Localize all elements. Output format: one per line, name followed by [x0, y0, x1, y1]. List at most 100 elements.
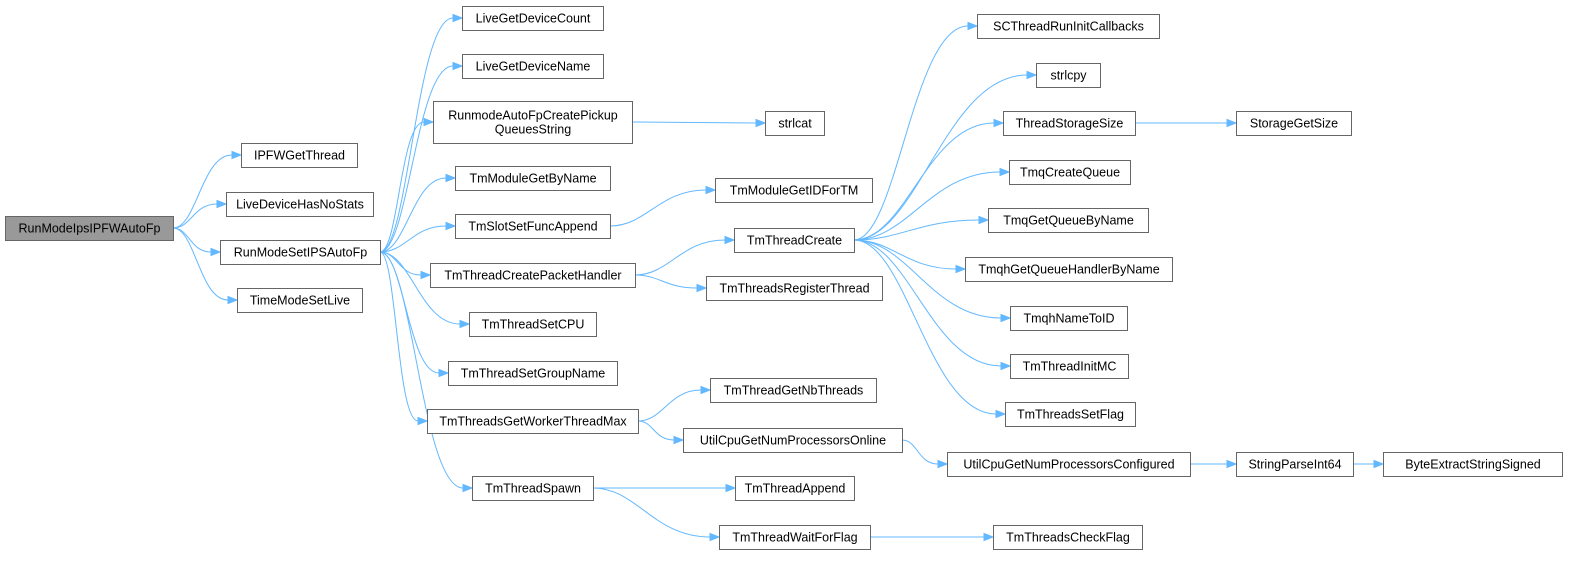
edge-arrowhead: [1226, 118, 1238, 128]
node-label: TmSlotSetFuncAppend: [468, 220, 597, 234]
edge-spawn-to-tappend: [593, 483, 737, 493]
node-box: [765, 111, 825, 136]
node-label: UtilCpuGetNumProcessorsOnline: [700, 434, 886, 448]
edge-line: [379, 121, 425, 253]
node-storagegetsize[interactable]: StorageGetSize: [1236, 111, 1352, 136]
node-modid[interactable]: TmModuleGetIDForTM: [715, 178, 873, 203]
node-label: TmThreadsCheckFlag: [1006, 531, 1130, 545]
node-byteextract[interactable]: ByteExtractStringSigned: [1383, 452, 1563, 477]
node-tmqcreate[interactable]: TmqCreateQueue: [1009, 160, 1131, 185]
node-modbyname[interactable]: TmModuleGetByName: [455, 166, 611, 191]
node-cpuonline[interactable]: UtilCpuGetNumProcessorsOnline: [683, 428, 903, 453]
edge-tcreate-to-tmqcreate: [853, 167, 1011, 241]
node-parseint[interactable]: StringParseInt64: [1236, 452, 1354, 477]
edge-line: [172, 203, 218, 229]
node-box: [5, 216, 174, 241]
node-label: SCThreadRunInitCallbacks: [993, 20, 1144, 34]
node-livecount[interactable]: LiveGetDeviceCount: [462, 6, 604, 31]
node-livenostats[interactable]: LiveDeviceHasNoStats: [226, 192, 374, 217]
node-createpkt[interactable]: TmThreadCreatePacketHandler: [430, 263, 636, 288]
node-setcpu[interactable]: TmThreadSetCPU: [469, 312, 597, 337]
node-label: LiveGetDeviceCount: [476, 12, 591, 26]
edge-root-to-runmodeset: [172, 227, 222, 257]
node-storagesize[interactable]: ThreadStorageSize: [1003, 111, 1136, 136]
node-waitflag[interactable]: TmThreadWaitForFlag: [719, 525, 871, 550]
edge-line: [592, 487, 711, 538]
node-label: LiveDeviceHasNoStats: [236, 198, 364, 212]
node-ipfw[interactable]: IPFWGetThread: [241, 143, 358, 168]
edge-arrowhead: [978, 215, 990, 225]
edge-createpkt-to-regthread: [634, 274, 708, 293]
node-workermax[interactable]: TmThreadsGetWorkerThreadMax: [427, 409, 639, 434]
node-strlcpy[interactable]: strlcpy: [1036, 63, 1101, 88]
node-box: [1009, 160, 1131, 185]
node-scinit[interactable]: SCThreadRunInitCallbacks: [977, 14, 1160, 39]
node-livename[interactable]: LiveGetDeviceName: [462, 54, 604, 79]
edge-arrowhead: [227, 295, 239, 305]
node-tappend[interactable]: TmThreadAppend: [735, 476, 855, 501]
node-cpuconf[interactable]: UtilCpuGetNumProcessorsConfigured: [947, 452, 1191, 477]
edge-arrowhead: [967, 21, 979, 31]
edge-arrowhead: [755, 118, 767, 128]
edge-line: [379, 65, 454, 253]
edge-arrowhead: [1226, 459, 1238, 469]
edge-arrowhead: [673, 435, 685, 445]
node-tmqhgetq[interactable]: TmqhGetQueueHandlerByName: [965, 257, 1173, 282]
node-box: [433, 101, 633, 144]
node-box: [706, 276, 883, 301]
node-label: RunModeIpsIPFWAutoFp: [19, 222, 161, 236]
node-box: [993, 525, 1143, 550]
edge-line: [379, 17, 454, 253]
node-label: TmThreadsRegisterThread: [719, 282, 869, 296]
node-box: [1236, 452, 1354, 477]
node-box: [1005, 402, 1136, 427]
node-strlcat[interactable]: strlcat: [765, 111, 825, 136]
edge-workermax-to-nbthreads: [637, 385, 712, 422]
edge-runmodeset-to-livename: [379, 61, 464, 253]
edge-line: [379, 251, 461, 325]
edge-line: [172, 227, 229, 301]
node-initmc[interactable]: TmThreadInitMC: [1010, 354, 1129, 379]
edge-arrowhead: [452, 13, 464, 23]
edge-arrowhead: [705, 185, 717, 195]
edge-pickup-to-strlcat: [631, 118, 767, 128]
node-tmqgetq[interactable]: TmqGetQueueByName: [988, 208, 1149, 233]
edge-runmodeset-to-slotappend: [379, 221, 457, 253]
node-label: TmThreadAppend: [745, 482, 846, 496]
edge-tcreate-to-initmc: [853, 239, 1012, 371]
node-box: [1010, 306, 1128, 331]
node-spawn[interactable]: TmThreadSpawn: [472, 476, 594, 501]
edge-line: [631, 121, 757, 124]
edge-arrowhead: [216, 199, 228, 209]
node-tmqhname[interactable]: TmqhNameToID: [1010, 306, 1128, 331]
node-checkflag[interactable]: TmThreadsCheckFlag: [993, 525, 1143, 550]
node-runmodeset[interactable]: RunModeSetIPSAutoFp: [220, 240, 381, 265]
node-box: [430, 263, 636, 288]
edge-arrowhead: [438, 368, 450, 378]
node-groupname[interactable]: TmThreadSetGroupName: [448, 361, 618, 386]
edge-arrowhead: [420, 270, 432, 280]
call-graph-nodes: RunModeIpsIPFWAutoFp IPFWGetThreadLiveDev…: [5, 6, 1563, 550]
node-label: UtilCpuGetNumProcessorsConfigured: [963, 458, 1174, 472]
node-box: [947, 452, 1191, 477]
node-label: TmThreadWaitForFlag: [732, 531, 857, 545]
edge-arrowhead: [423, 117, 435, 127]
node-nbthreads[interactable]: TmThreadGetNbThreads: [710, 378, 877, 403]
node-timemode[interactable]: TimeModeSetLive: [237, 288, 363, 313]
node-tcreate[interactable]: TmThreadCreate: [734, 228, 855, 253]
node-box: [226, 192, 374, 217]
node-root[interactable]: RunModeIpsIPFWAutoFp: [5, 216, 174, 241]
node-box: [469, 312, 597, 337]
node-setflag[interactable]: TmThreadsSetFlag: [1005, 402, 1136, 427]
edge-tcreate-to-scinit: [853, 21, 979, 241]
edge-arrowhead: [1000, 313, 1012, 323]
edge-runmodeset-to-modbyname: [379, 173, 457, 253]
node-slotappend[interactable]: TmSlotSetFuncAppend: [455, 214, 611, 239]
node-box: [735, 476, 855, 501]
node-label: TmThreadCreate: [747, 234, 842, 248]
edge-line: [379, 251, 419, 422]
edge-cpuonline-to-cpuconf: [901, 439, 949, 469]
node-regthread[interactable]: TmThreadsRegisterThread: [706, 276, 883, 301]
